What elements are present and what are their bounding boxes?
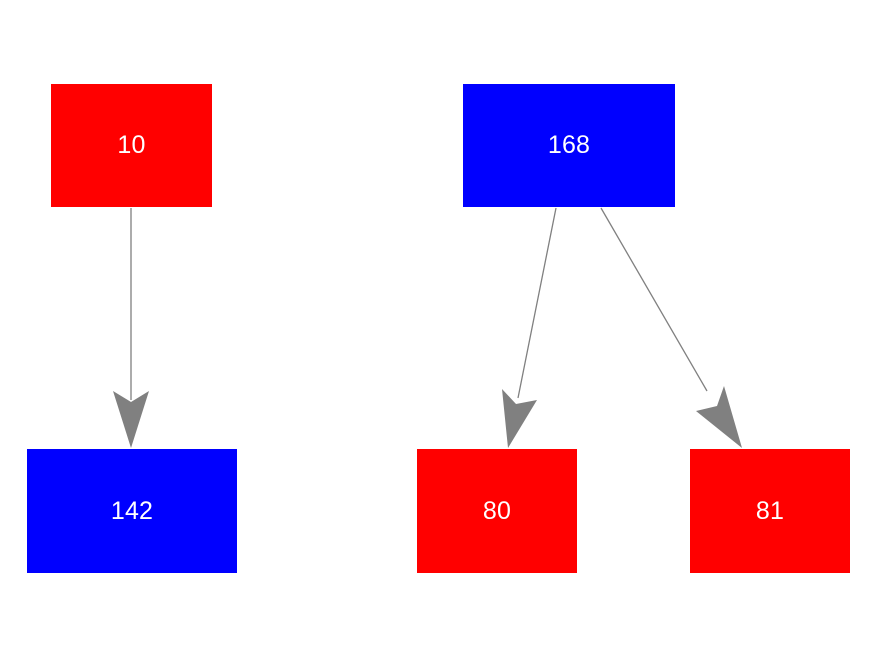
graph-node-81[interactable]: 81 (690, 449, 850, 573)
edge-line (517, 207, 557, 399)
arrowhead-icon (113, 391, 149, 448)
node-label: 142 (110, 496, 154, 525)
edge-line (600, 207, 708, 392)
arrowhead-icon (502, 389, 537, 448)
graph-node-168[interactable]: 168 (463, 84, 675, 207)
edge-10-to-142 (113, 208, 149, 448)
graph-node-142[interactable]: 142 (27, 449, 237, 573)
edge-168-to-80 (502, 207, 557, 448)
edge-168-to-81 (600, 207, 742, 448)
node-label: 10 (117, 131, 146, 159)
node-label: 168 (547, 131, 591, 159)
arrowhead-icon (696, 386, 742, 448)
node-label: 80 (482, 496, 512, 525)
graph-node-80[interactable]: 80 (417, 449, 577, 573)
node-label: 81 (755, 496, 785, 525)
graph-node-10[interactable]: 10 (51, 84, 212, 207)
